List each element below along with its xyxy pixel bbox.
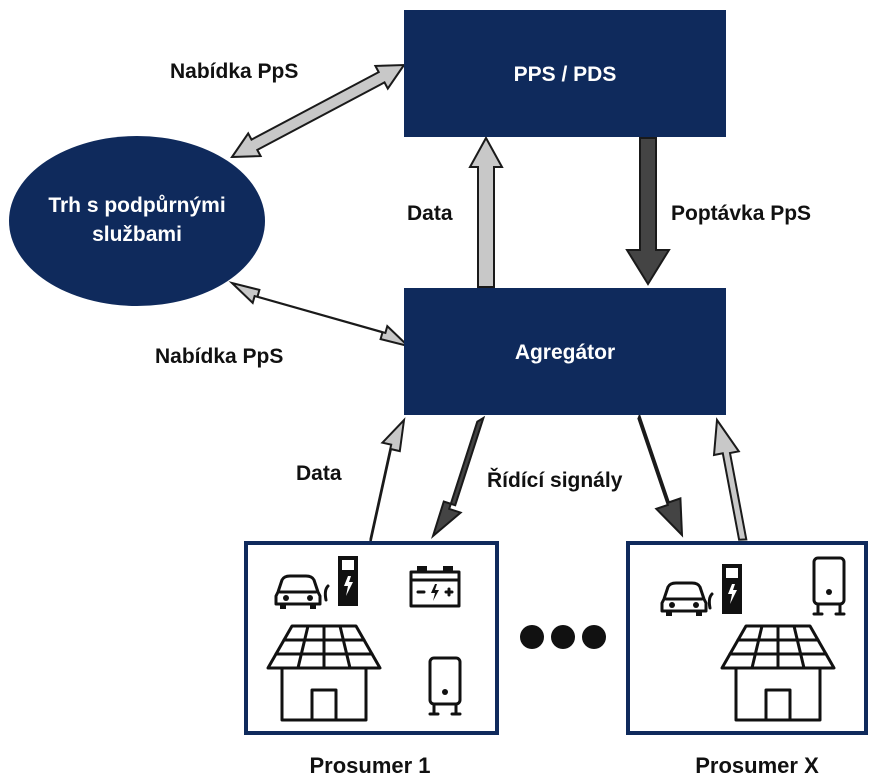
- electric-car-icon: [274, 574, 322, 609]
- prosumer-1-label: Prosumer 1: [309, 753, 430, 778]
- control-arrow-prosumerX: [637, 413, 684, 538]
- offer-arrow-bottom: [228, 281, 412, 348]
- electric-car-icon: [660, 581, 708, 616]
- data-label-up: Data: [407, 202, 453, 225]
- control-arrow-prosumer1: [431, 415, 486, 539]
- charging-station-icon: [707, 564, 742, 614]
- data-arrow-prosumerX: [712, 417, 748, 541]
- data-arrow-up: [468, 135, 504, 288]
- water-heater-icon: [812, 556, 846, 616]
- solar-house-icon: [720, 624, 836, 722]
- pps-pds-label: PPS / PDS: [514, 63, 617, 86]
- market-ellipse: [9, 136, 265, 306]
- prosumer-x-label: Prosumer X: [695, 753, 819, 778]
- demand-label: Poptávka PpS: [671, 202, 811, 225]
- battery-icon: [409, 566, 461, 608]
- pps-pds-box: [404, 10, 726, 137]
- ellipsis-dots-icon: [520, 625, 606, 649]
- solar-house-icon: [266, 624, 382, 722]
- control-signals-label: Řídící signály: [487, 468, 623, 492]
- water-heater-icon: [428, 656, 462, 716]
- market-label-line1: Trh s podpůrnými: [48, 194, 225, 217]
- prosumer-x-box: [626, 541, 868, 735]
- aggregator-box: [404, 288, 726, 415]
- arrows: [228, 63, 748, 544]
- data-arrow-prosumer1: [369, 417, 406, 544]
- prosumer-x: [626, 541, 868, 735]
- charging-station-icon: [323, 556, 358, 606]
- aggregator-label: Agregátor: [515, 341, 615, 364]
- market-label-line2: službami: [92, 223, 182, 246]
- offer-label-bottom: Nabídka PpS: [155, 345, 283, 368]
- data-label-prosumer: Data: [296, 462, 342, 485]
- demand-arrow-down: [625, 137, 671, 286]
- offer-label-top: Nabídka PpS: [170, 60, 298, 83]
- prosumer-1: [244, 541, 499, 735]
